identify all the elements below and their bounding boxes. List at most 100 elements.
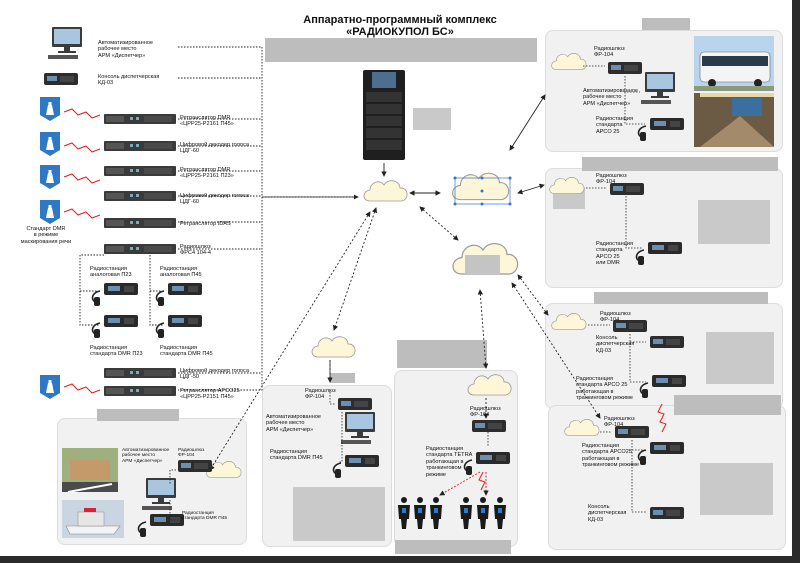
label-radio-dmr-p45: Радиостанция стандарта DMR П45 bbox=[160, 345, 213, 358]
diagram-paper: Аппаратно-программный комплекс «РАДИОКУП… bbox=[0, 0, 792, 556]
rack-device-icon bbox=[104, 368, 176, 378]
label-r1-gateway: Радиошлюз ФР-104 bbox=[594, 46, 625, 59]
label-repeater-p45: Ретранслятор DMR «ЦРР25-Р2161 П45» bbox=[180, 115, 234, 128]
console-icon bbox=[472, 420, 506, 432]
placeholder-box bbox=[700, 463, 773, 515]
header-bar-center bbox=[265, 38, 537, 62]
radio-icon bbox=[155, 314, 203, 339]
radio-icon bbox=[91, 314, 139, 339]
monitor-icon bbox=[341, 412, 375, 444]
dmr-tower-photo bbox=[62, 448, 118, 493]
label-decoder-2: Цифровой декодер голоса ЦДГ-60 bbox=[180, 193, 249, 206]
placeholder-box bbox=[706, 332, 774, 384]
cloud-icon bbox=[549, 177, 585, 194]
label-decoder-3: Цифровой декодер голоса ЦДГ-50 bbox=[180, 368, 249, 381]
cloud-icon bbox=[551, 53, 587, 70]
label-bottom-radio: Радиостанция стандарта DMR П45 bbox=[182, 511, 228, 522]
radio-icon bbox=[637, 117, 685, 142]
monitor-icon bbox=[641, 72, 675, 104]
rack-device-icon bbox=[104, 244, 176, 254]
cloud-icon bbox=[467, 374, 512, 396]
label-r3-radio: Радиостанция стандарта АРСО 25 работающа… bbox=[576, 376, 633, 402]
rack-device-icon bbox=[104, 166, 176, 176]
label-arm-top: Автоматизированное рабочее место АРМ «Ди… bbox=[98, 40, 154, 59]
console-icon bbox=[178, 460, 212, 472]
label-center-radio: Радиостанция стандарта TETRA работающая … bbox=[426, 446, 473, 478]
label-radio-analog-p23: Радиостанция аналоговая П23 bbox=[90, 266, 132, 279]
monitor-icon bbox=[142, 478, 176, 510]
rack-device-icon bbox=[104, 191, 176, 201]
label-left-radio: Радиостанция стандарта DMR П45 bbox=[270, 449, 323, 462]
radio-icon bbox=[639, 374, 687, 399]
console-icon bbox=[338, 398, 372, 410]
label-r2-gateway: Радиошлюз ФР-104 bbox=[596, 173, 627, 186]
cloud-icon bbox=[363, 180, 408, 202]
console-icon bbox=[608, 62, 642, 74]
cloud-icon bbox=[564, 419, 600, 436]
label-r4-radio: Радиостанция стандарта АРСО25 работающая… bbox=[582, 443, 639, 469]
label-r1-arm: Автоматизированное рабочее место АРМ «Ди… bbox=[583, 88, 639, 107]
cloud-icon bbox=[452, 172, 510, 201]
label-radio-analog-p45: Радиостанция аналоговая П45 bbox=[160, 266, 202, 279]
radio-icon bbox=[137, 513, 185, 538]
dmr-tower-icon bbox=[40, 200, 60, 224]
monitor-icon bbox=[48, 27, 82, 59]
bus-photo bbox=[694, 36, 774, 91]
radio-icon bbox=[637, 441, 685, 466]
dmr-tower-icon bbox=[40, 97, 60, 121]
boat-photo bbox=[62, 500, 124, 538]
console-icon bbox=[650, 507, 684, 519]
officer-icon bbox=[398, 497, 410, 529]
console-icon bbox=[650, 336, 684, 348]
placeholder-box bbox=[293, 487, 385, 541]
label-r2-radio: Радиостанция стандарта APCO 25 или DMR bbox=[596, 241, 634, 267]
placeholder-box bbox=[698, 200, 770, 244]
rack-device-icon bbox=[104, 114, 176, 124]
rack-device-icon bbox=[104, 141, 176, 151]
label-gateway-fr: Радиошлюз ФРС4 104-4 bbox=[180, 244, 211, 257]
officer-icon bbox=[430, 497, 442, 529]
label-left-arm: Автоматизированное рабочее место АРМ «Ди… bbox=[266, 414, 322, 433]
conference-room-photo bbox=[694, 93, 774, 147]
radio-icon bbox=[332, 454, 380, 479]
placeholder-box bbox=[413, 108, 451, 130]
header-bar-bottom-left bbox=[97, 409, 179, 421]
rack-device-icon bbox=[104, 386, 176, 396]
label-r1-radio: Радиостанция стандарта АРСО 25 bbox=[596, 116, 634, 135]
officer-icon bbox=[494, 497, 506, 529]
officer-icon bbox=[414, 497, 426, 529]
label-repeater-p23: Ретранслятор DMR «ЦРР25-Р2161 П23» bbox=[180, 167, 234, 180]
radio-icon bbox=[635, 241, 683, 266]
server-rack-icon bbox=[363, 70, 405, 160]
label-repeater-idas: Ретранслятор IDAS bbox=[180, 221, 231, 227]
label-repeater-apco: Ретранслятор APCO25 «ЦРР25-Р2151 П45» bbox=[180, 388, 240, 401]
label-console-kd03: Консоль диспетчерская КД-03 bbox=[98, 74, 160, 87]
rack-device-icon bbox=[104, 218, 176, 228]
radio-icon bbox=[155, 282, 203, 307]
label-bottom-arm: Автоматизированное рабочее место АРМ «Ди… bbox=[122, 448, 170, 464]
label-left-gateway: Радиошлюз ФР-104 bbox=[305, 388, 336, 401]
label-r3-gateway: Радиошлюз ФР-104 bbox=[600, 311, 631, 324]
label-decoder-1: Цифровой декодер голоса ЦДГ-60 bbox=[180, 142, 249, 155]
dmr-tower-icon bbox=[40, 375, 60, 399]
console-icon bbox=[44, 73, 78, 85]
header-bar-right3 bbox=[594, 292, 768, 304]
diagram-drawing bbox=[40, 27, 774, 538]
label-r3-console: Консоль диспетчерская КД-03 bbox=[596, 335, 635, 354]
header-bar-right4 bbox=[674, 395, 781, 415]
cloud-icon bbox=[311, 336, 356, 358]
header-bar-center2 bbox=[397, 340, 487, 368]
label-center-gateway: Радиошлюз ФР-104 bbox=[470, 406, 501, 419]
radio-icon bbox=[91, 282, 139, 307]
header-bar-right2 bbox=[582, 157, 778, 171]
officer-icon bbox=[477, 497, 489, 529]
label-r4-gateway: Радиошлюз ФР-104 bbox=[604, 416, 635, 429]
header-bar-right1 bbox=[642, 18, 690, 32]
label-bottom-gateway: Радиошлюз ФР-104 bbox=[178, 448, 205, 459]
label-r4-console: Консоль диспетчерская КД-03 bbox=[588, 504, 627, 523]
diagram-title: Аппаратно-программный комплекс «РАДИОКУП… bbox=[303, 14, 497, 38]
officer-icon bbox=[460, 497, 472, 529]
dmr-tower-icon bbox=[40, 132, 60, 156]
dmr-tower-icon bbox=[40, 165, 60, 189]
